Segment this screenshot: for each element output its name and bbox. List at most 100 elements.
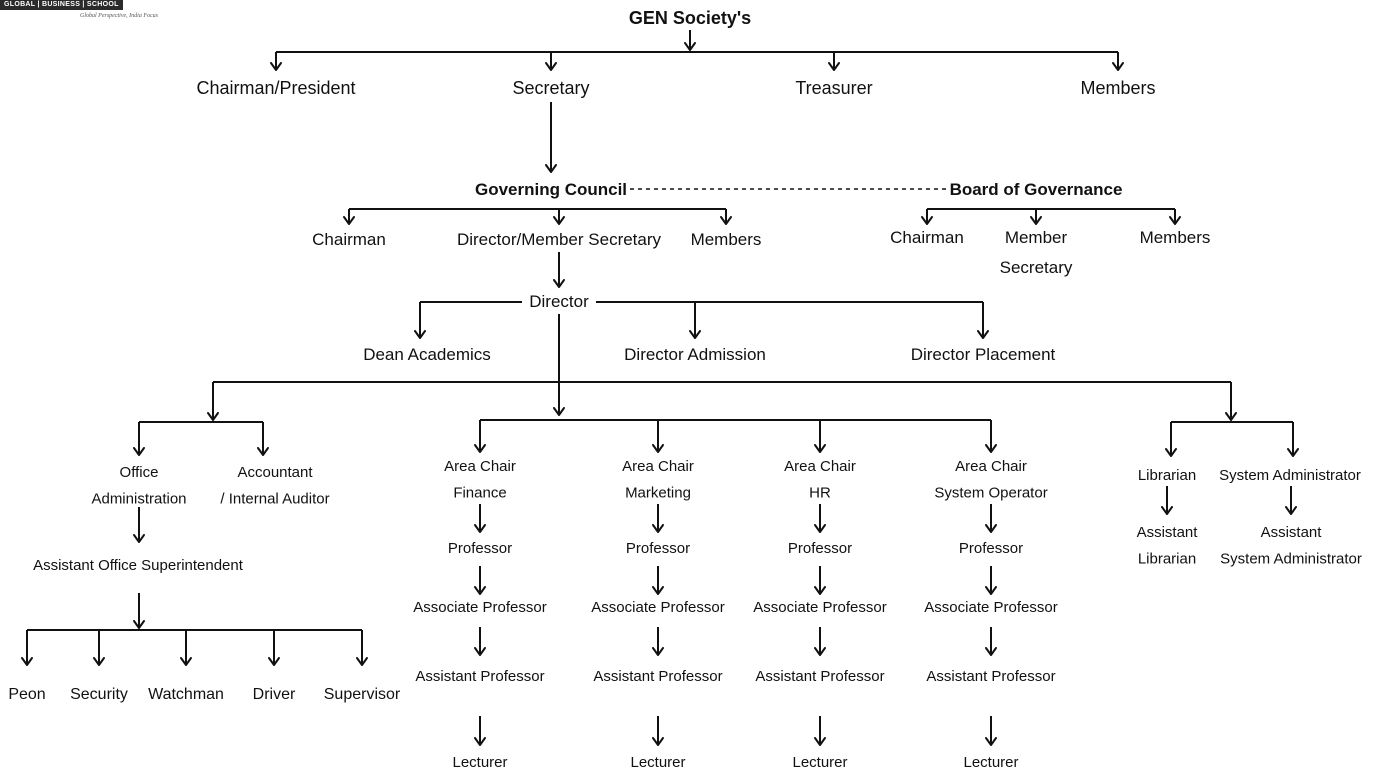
arrowhead-icon [652,737,664,746]
professor-node: Professor [626,540,690,557]
assistant-professor-node: Assistant Professor [755,668,884,685]
arrowhead-icon [985,444,997,453]
arrowhead-icon [814,737,826,746]
assistant-office-superintendent-node: Assistant Office Superintendent [33,557,244,574]
professor-node: Professor [788,540,852,557]
arrowhead-icon [1165,448,1177,457]
arrowhead-icon [652,524,664,533]
council-member-node: Chairman [312,230,386,249]
associate-professor-node: Associate Professor [591,599,724,616]
arrowhead-icon [474,586,486,595]
society-role-node: Treasurer [795,78,872,98]
arrowhead-icon [814,586,826,595]
lecturer-node: Lecturer [630,754,685,771]
arrowhead-icon [414,330,426,339]
logo-wordmark: GLOBAL | BUSINESS | SCHOOL [0,0,123,10]
staff-node: Driver [253,686,296,703]
council-member-node: Members [691,230,762,249]
lecturer-node: Lecturer [792,754,847,771]
arrowhead-icon [133,447,145,456]
arrowhead-icon [474,524,486,533]
arrowhead-icon [553,216,565,225]
council-member-node: Director/Member Secretary [457,230,662,249]
arrowhead-icon [1169,216,1181,225]
associate-professor-node: Associate Professor [413,599,546,616]
arrowhead-icon [684,42,696,51]
arrowhead-icon [689,330,701,339]
director-report-node: Director Placement [911,345,1056,364]
arrowhead-icon [814,444,826,453]
arrowhead-icon [207,412,219,421]
arrowhead-icon [268,657,280,666]
arrowhead-icon [1287,448,1299,457]
logo-tagline: Global Perspective, India Focus [80,13,158,19]
arrowhead-icon [1225,412,1237,421]
arrowhead-icon [474,444,486,453]
associate-professor-node: Associate Professor [753,599,886,616]
assistant-professor-node: Assistant Professor [593,668,722,685]
board-member-node: Members [1140,228,1211,247]
arrowhead-icon [343,216,355,225]
arrowhead-icon [985,586,997,595]
arrowhead-icon [652,647,664,656]
arrowhead-icon [474,647,486,656]
arrowhead-icon [1112,62,1124,71]
professor-node: Professor [959,540,1023,557]
librarian-node: Librarian [1138,467,1196,484]
arrowhead-icon [356,657,368,666]
root-node: GEN Society's [629,8,751,28]
lecturer-node: Lecturer [452,754,507,771]
arrowhead-icon [977,330,989,339]
arrowhead-icon [270,62,282,71]
arrowhead-icon [21,657,33,666]
arrowhead-icon [1030,216,1042,225]
lecturer-node: Lecturer [963,754,1018,771]
arrowhead-icon [985,524,997,533]
professor-node: Professor [448,540,512,557]
arrowhead-icon [720,216,732,225]
board-of-governance-node: Board of Governance [950,180,1123,199]
arrowhead-icon [553,279,565,288]
arrowhead-icon [133,620,145,629]
society-role-node: Secretary [512,78,589,98]
arrowhead-icon [474,737,486,746]
logo: GLOBAL | BUSINESS | SCHOOL Global Perspe… [0,0,165,30]
arrowhead-icon [814,647,826,656]
director-report-node: Director Admission [624,345,766,364]
arrowhead-icon [93,657,105,666]
director-node: Director [529,292,589,311]
arrowhead-icon [814,524,826,533]
arrowhead-icon [921,216,933,225]
arrowhead-icon [545,62,557,71]
arrowhead-icon [133,534,145,543]
system-administrator-node: System Administrator [1219,467,1361,484]
accountant-node: Accountant/ Internal Auditor [220,464,329,507]
staff-node: Watchman [148,686,224,703]
staff-node: Peon [8,686,45,703]
arrowhead-icon [985,647,997,656]
arrowhead-icon [828,62,840,71]
arrowhead-icon [553,407,565,416]
arrowhead-icon [985,737,997,746]
board-member-node: Chairman [890,228,964,247]
arrowhead-icon [1161,506,1173,515]
arrowhead-icon [652,586,664,595]
society-role-node: Chairman/President [196,78,355,98]
staff-node: Security [70,686,128,703]
assistant-professor-node: Assistant Professor [926,668,1055,685]
arrowhead-icon [257,447,269,456]
governing-council-node: Governing Council [475,180,627,199]
arrowhead-icon [1285,506,1297,515]
arrowhead-icon [180,657,192,666]
assistant-professor-node: Assistant Professor [415,668,544,685]
associate-professor-node: Associate Professor [924,599,1057,616]
arrowhead-icon [652,444,664,453]
